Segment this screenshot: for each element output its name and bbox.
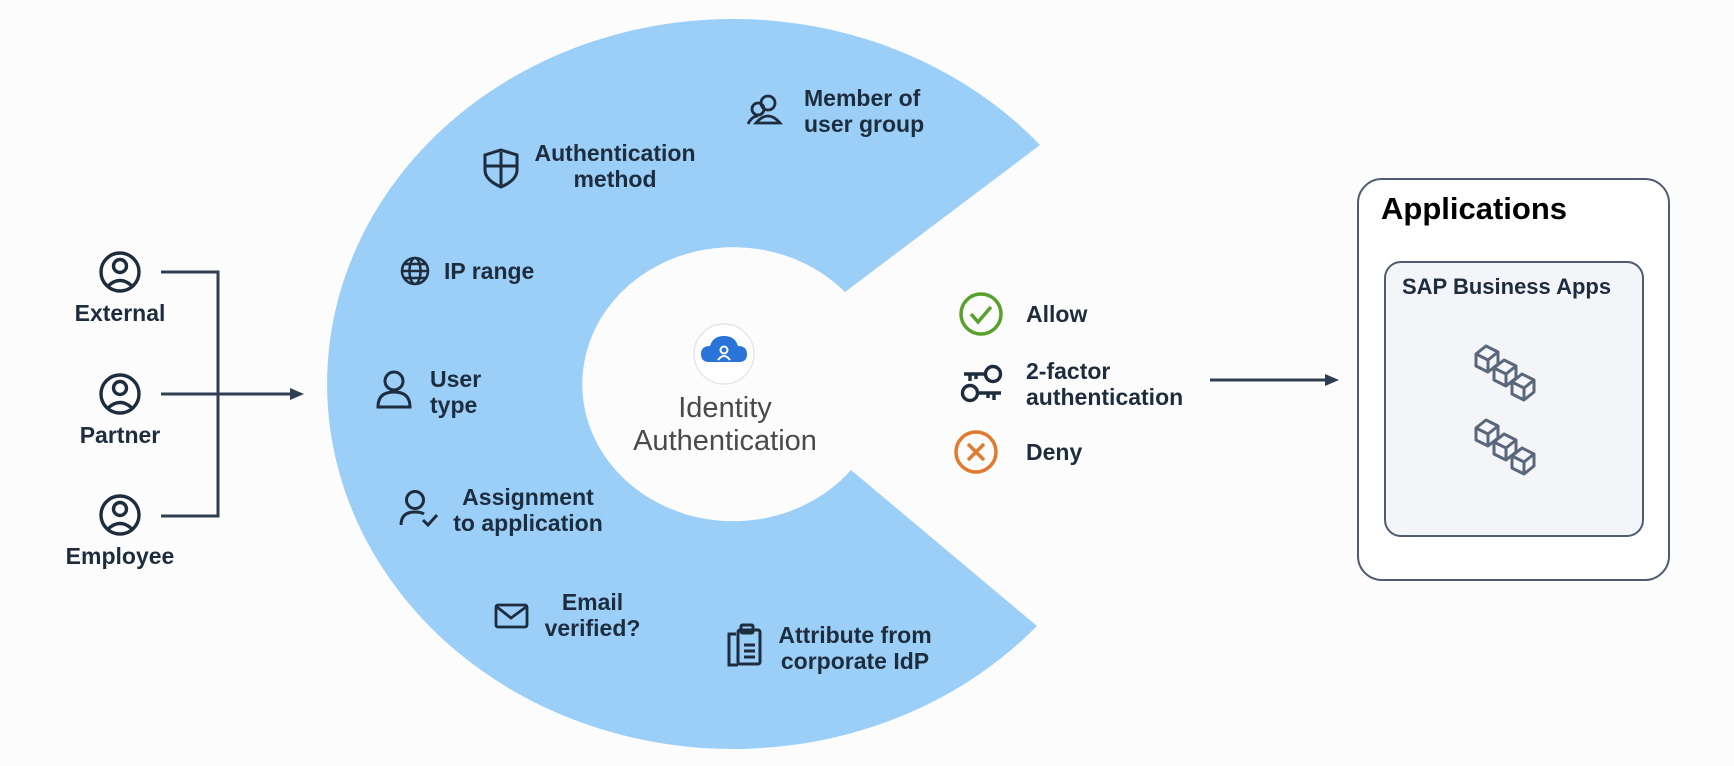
criterion-line: Email [561, 589, 624, 615]
identity-authentication-title: Identity Authentication [600, 392, 850, 458]
center-title-line: Identity [678, 392, 772, 424]
person-icon [376, 370, 412, 409]
criterion-ip-range: IP range [444, 258, 534, 284]
user-label-partner: Partner [79, 422, 161, 448]
outcome-arrowhead [1325, 374, 1339, 386]
applications-title: Applications [1381, 191, 1568, 226]
clipboard-icon [727, 623, 762, 667]
center-title-line: Authentication [633, 425, 817, 457]
cubes-icon [1474, 418, 1536, 476]
criterion-line: Member of [804, 85, 921, 111]
cloud-user-figure [717, 345, 731, 361]
users-connector [161, 270, 292, 518]
criterion-attribute: Attribute from corporate IdP [770, 622, 940, 674]
criterion-assignment: Assignment to application [448, 484, 608, 536]
user-circle-icon [99, 494, 141, 536]
criterion-auth-method: Authentication method [530, 140, 700, 192]
person-check-icon [399, 490, 439, 528]
sap-business-apps-box [1384, 261, 1644, 537]
policy-ring [327, 18, 1040, 749]
user-circle-icon [99, 251, 141, 293]
outcome-deny: Deny [1026, 439, 1083, 465]
user-label-external: External [74, 300, 166, 326]
keys-icon [960, 364, 1003, 403]
criterion-line: Attribute from [778, 622, 932, 648]
sap-business-apps-title: SAP Business Apps [1402, 274, 1612, 299]
criterion-line: verified? [544, 615, 641, 641]
x-circle-icon [954, 430, 998, 474]
cloud-user-icon [701, 336, 747, 362]
criterion-line: method [573, 166, 657, 192]
user-label-employee: Employee [65, 543, 175, 569]
envelope-icon [494, 603, 529, 629]
criterion-email: Email verified? [535, 589, 650, 641]
outcome-allow: Allow [1026, 301, 1088, 327]
user-group-icon [746, 94, 784, 125]
criterion-member-group: Member of user group [804, 85, 924, 137]
criterion-user-type: User type [430, 366, 481, 418]
criterion-line: IP range [444, 258, 535, 284]
outcome-line: authentication [1026, 384, 1184, 410]
criterion-line: Authentication [534, 140, 696, 166]
criterion-line: to application [453, 510, 603, 536]
users-arrowhead [290, 388, 304, 400]
shield-icon [483, 148, 519, 189]
criterion-line: User [430, 366, 482, 392]
outcome-line: 2-factor [1026, 358, 1111, 384]
cubes-icon [1474, 344, 1536, 402]
criterion-line: Assignment [462, 484, 594, 510]
user-circle-icon [99, 373, 141, 415]
criterion-line: type [430, 392, 478, 418]
check-circle-icon [959, 292, 1003, 336]
globe-icon [400, 256, 430, 286]
outcome-2fa: 2-factor authentication [1026, 358, 1183, 410]
criterion-line: corporate IdP [780, 648, 930, 674]
criterion-line: user group [804, 111, 925, 137]
